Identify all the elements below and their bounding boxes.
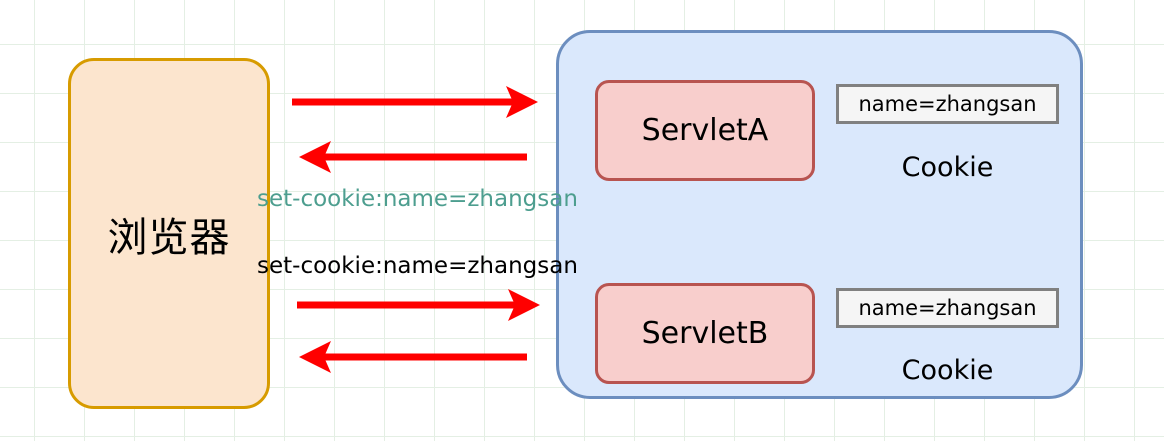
cookie-box-servlet-a[interactable]: name=zhangsan: [836, 84, 1059, 124]
servlet-b-node[interactable]: ServletB: [595, 283, 815, 384]
cookie-caption-servlet-b: Cookie: [901, 355, 994, 386]
arrow-response-from-servlet-b: [299, 341, 527, 373]
cookie-value-servlet-b: name=zhangsan: [858, 296, 1037, 320]
flow-label-set-cookie-upper: set-cookie:name=zhangsan: [257, 186, 578, 212]
arrow-request-to-servlet-b: [297, 289, 540, 321]
browser-node-label: 浏览器: [107, 214, 231, 261]
cookie-box-servlet-b[interactable]: name=zhangsan: [836, 288, 1059, 328]
arrow-request-to-servlet-a: [292, 86, 538, 118]
servlet-a-node[interactable]: ServletA: [595, 80, 815, 181]
flow-label-set-cookie-lower: set-cookie:name=zhangsan: [257, 253, 578, 279]
cookie-caption-servlet-a: Cookie: [901, 152, 994, 183]
servlet-a-label: ServletA: [641, 113, 769, 148]
cookie-value-servlet-a: name=zhangsan: [858, 92, 1037, 116]
browser-node[interactable]: 浏览器: [68, 58, 270, 409]
servlet-b-label: ServletB: [641, 316, 769, 351]
arrow-response-from-servlet-a: [299, 141, 527, 173]
